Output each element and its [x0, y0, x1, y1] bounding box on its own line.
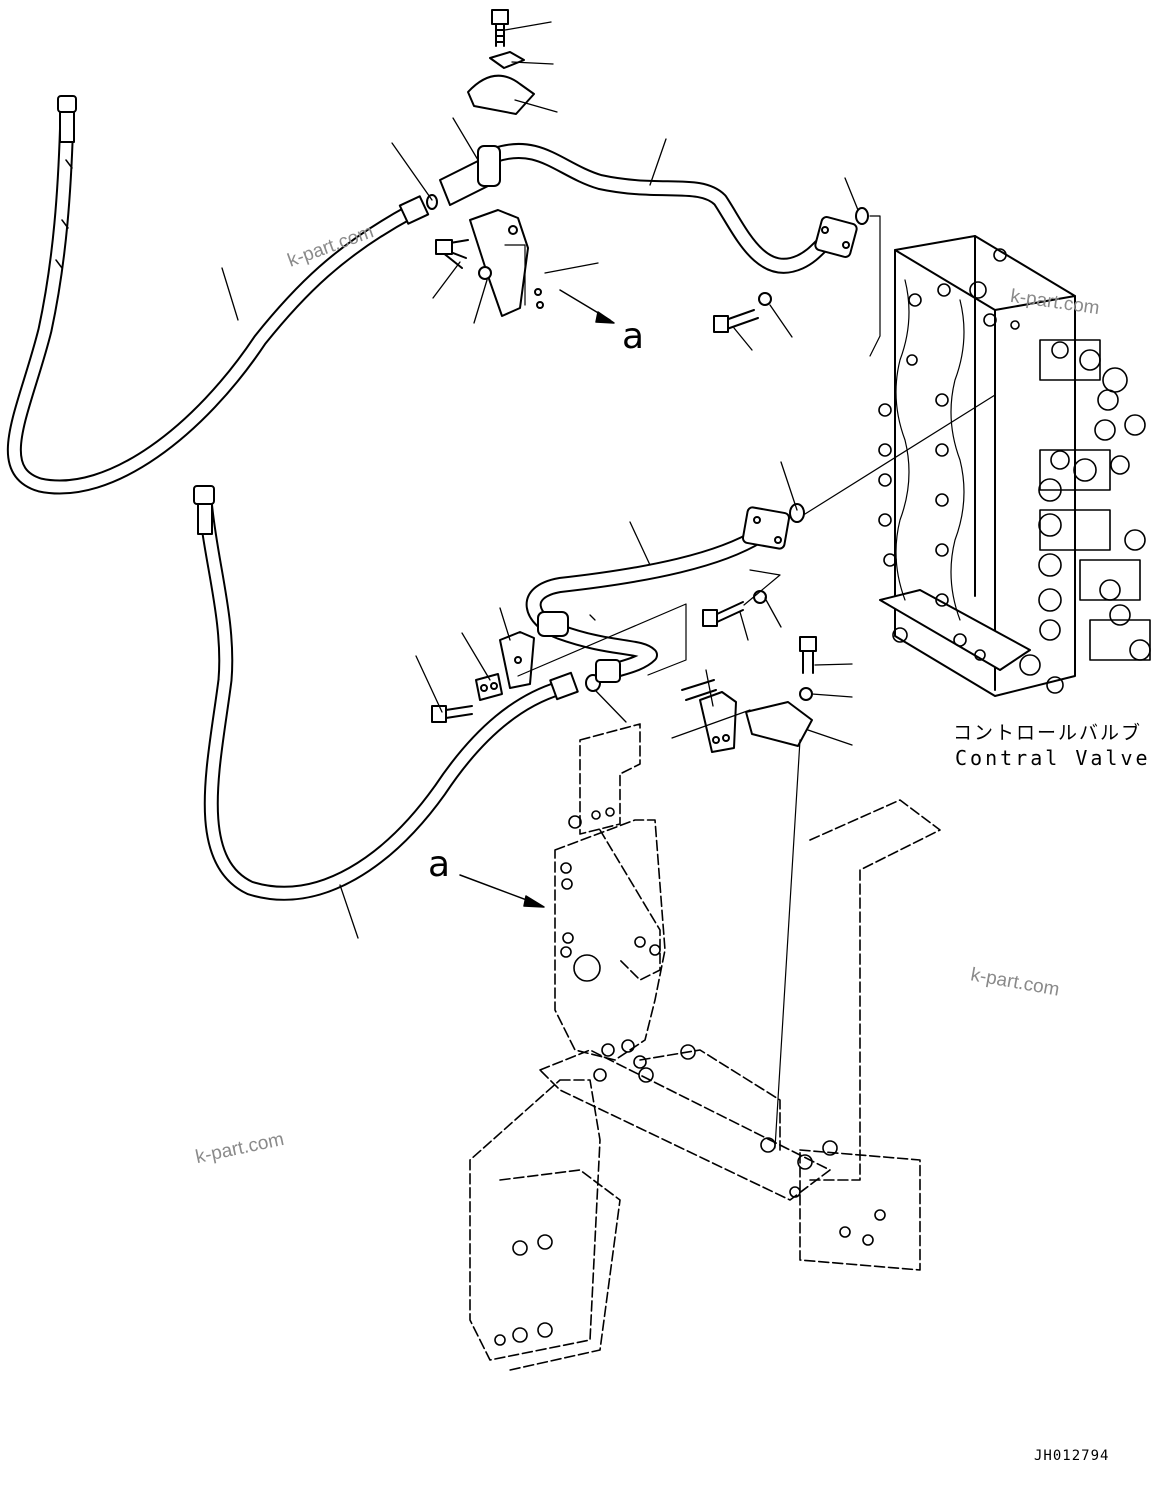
upper-clamp-parts — [426, 9, 869, 333]
ref-a-frame: a — [428, 844, 451, 885]
control-valve-block — [878, 235, 1151, 697]
upper-hose — [6, 95, 430, 495]
frame-holes — [494, 807, 886, 1346]
control-valve-label-en: Contral Valve — [955, 746, 1151, 770]
frame-outline — [469, 723, 941, 1371]
drawing-code: JH012794 — [1034, 1448, 1110, 1464]
lower-hose — [193, 485, 601, 901]
upper-pipe — [439, 142, 858, 274]
control-valve-label-jp: コントロールバルブ — [953, 722, 1143, 744]
lower-pipe — [525, 503, 805, 683]
ref-arrows — [459, 289, 615, 908]
connection-lines — [504, 215, 996, 1149]
ref-a-top: a — [622, 316, 645, 357]
callout-leaders — [221, 21, 859, 939]
